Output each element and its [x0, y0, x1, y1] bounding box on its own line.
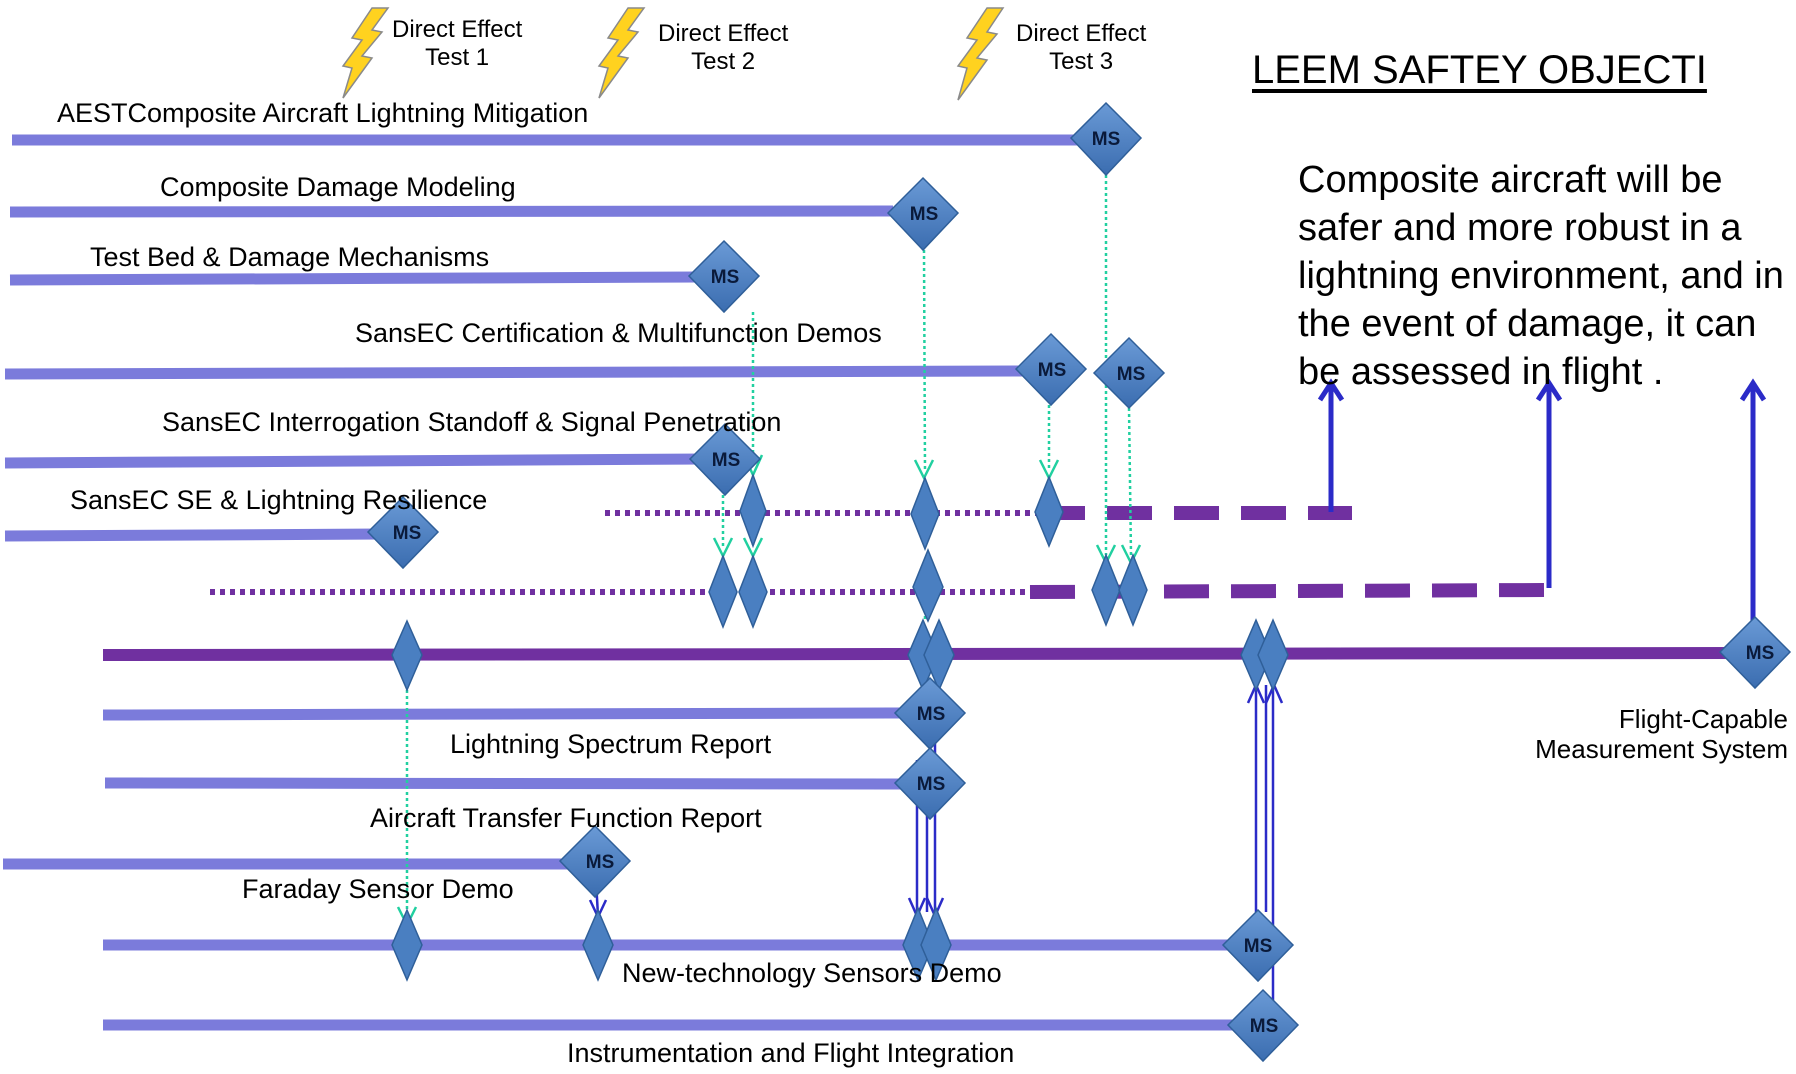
svg-text:MS: MS	[1038, 360, 1067, 381]
task-bars	[3, 134, 1255, 1031]
ms-diamond	[1014, 332, 1088, 407]
blue-dependency-arrows	[588, 378, 1767, 1003]
ms-diamond	[1718, 615, 1792, 690]
task-bar-sansec-certification	[4, 365, 1029, 380]
ms-diamond	[1221, 908, 1295, 983]
svg-text:MS: MS	[1746, 643, 1775, 664]
ms-diamonds	[366, 101, 1792, 1063]
small-diamond	[920, 906, 952, 982]
ms-labels: MS MS MS MS MS MS MS MS MS MS MS MS MS	[393, 129, 1775, 1037]
ms-diamond	[687, 239, 761, 314]
svg-text:MS: MS	[917, 704, 946, 725]
task-bar-damage-modeling	[9, 205, 894, 218]
green-arrowheads	[396, 454, 1142, 928]
task-label-lightning-spectrum: Lightning Spectrum Report	[450, 729, 772, 759]
intermediate-diamonds	[391, 472, 1289, 982]
svg-text:MS: MS	[586, 852, 615, 873]
ms-diamond	[688, 422, 762, 497]
svg-text:MS: MS	[712, 450, 741, 471]
task-bar-transfer-function	[104, 777, 909, 790]
ms-diamond	[1226, 988, 1300, 1063]
small-diamond	[1118, 552, 1148, 628]
task-label-test-bed: Test Bed & Damage Mechanisms	[90, 242, 490, 272]
lightning-icons	[341, 7, 1005, 101]
task-bar-sansec-interrogation	[4, 453, 707, 469]
task-bar-sansec-se	[4, 528, 394, 542]
task-label-instrumentation: Instrumentation and Flight Integration	[567, 1038, 1015, 1068]
task-label-aest: AESTComposite Aircraft Lightning Mitigat…	[57, 98, 589, 128]
svg-text:MS: MS	[1244, 936, 1273, 957]
small-diamond	[910, 475, 940, 552]
task-label-sansec-se: SansEC SE & Lightning Resilience	[70, 485, 488, 515]
svg-text:MS: MS	[917, 774, 946, 795]
ms-diamond	[1092, 336, 1166, 410]
task-label-sansec-interrogation: SansEC Interrogation Standoff & Signal P…	[162, 407, 782, 437]
svg-text:MS: MS	[393, 523, 422, 544]
task-label-sansec-certification: SansEC Certification & Multifunction Dem…	[355, 318, 882, 348]
svg-text:MS: MS	[1092, 129, 1121, 150]
small-diamond	[391, 619, 423, 692]
objective-text: Composite aircraft will be safer and mor…	[1298, 159, 1784, 393]
task-label-new-sensors: New-technology Sensors Demo	[622, 958, 1002, 988]
svg-text:MS: MS	[910, 204, 939, 225]
small-diamond	[1091, 552, 1121, 628]
svg-text:MS: MS	[1250, 1016, 1279, 1037]
svg-text:MS: MS	[711, 267, 740, 288]
objective-title: LEEM SAFTEY OBJECTI	[1252, 48, 1707, 92]
ms-diamond	[558, 824, 632, 899]
small-diamond	[391, 908, 423, 982]
task-bar-test-bed	[9, 271, 701, 286]
lightning-bolt-icon	[956, 7, 1005, 101]
ms-diamond	[1069, 101, 1143, 177]
svg-text:MS: MS	[1117, 364, 1146, 385]
small-diamond	[1034, 474, 1064, 548]
task-label-faraday: Faraday Sensor Demo	[242, 874, 514, 904]
lightning-bolt-icon	[341, 7, 390, 99]
ms-diamond	[893, 746, 967, 821]
ms-diamond	[886, 176, 960, 252]
small-diamond	[912, 548, 944, 623]
small-diamond	[582, 908, 614, 982]
small-diamond	[708, 553, 738, 630]
small-diamond	[739, 472, 767, 549]
small-diamond	[1257, 618, 1289, 692]
lightning-bolt-icon	[597, 7, 646, 99]
small-diamond	[738, 553, 768, 630]
task-bar-lightning-spectrum	[102, 707, 906, 721]
task-label-damage-modeling: Composite Damage Modeling	[160, 172, 516, 202]
task-label-transfer-function: Aircraft Transfer Function Report	[370, 803, 762, 833]
ms-diamond	[366, 495, 440, 570]
